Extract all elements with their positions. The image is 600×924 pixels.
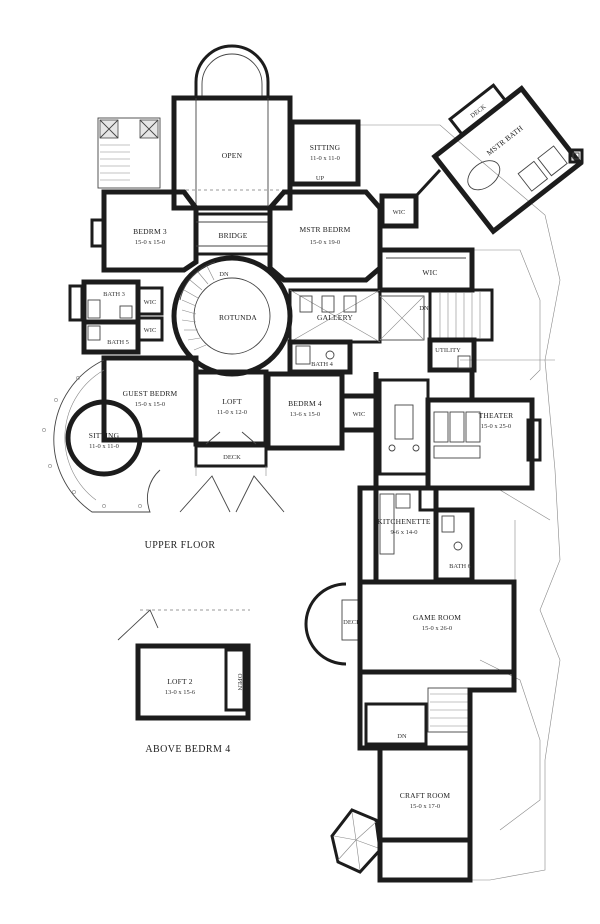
top-left-deck: [97, 117, 161, 189]
stair-dn-lower: DN: [364, 687, 473, 746]
room-bath4-name: BATH 4: [311, 361, 334, 368]
room-guest-bedrm-dims: 15-0 x 15-0: [135, 401, 165, 408]
room-loft: LOFT 11-0 x 12-0: [193, 369, 269, 447]
room-craft-room-name: CRAFT ROOM: [400, 791, 451, 800]
room-gallery-name: GALLERY: [317, 313, 353, 322]
room-sitting-left: SITTING 11-0 x 11-0: [42, 359, 161, 513]
room-sitting-top: SITTING 11-0 x 11-0 UP: [289, 119, 361, 187]
room-loft-dims: 11-0 x 12-0: [217, 409, 247, 416]
room-deck-mid: DECK: [179, 444, 285, 513]
room-deck-mid-name: DECK: [223, 454, 241, 461]
room-craft-room: CRAFT ROOM 15-0 x 17-0: [330, 745, 473, 874]
room-kitchenette: KITCHENETTE 9-6 x 14-0: [373, 485, 439, 585]
room-open-top-name: OPEN: [222, 151, 243, 160]
room-rotunda-name: ROTUNDA: [219, 313, 257, 322]
room-mstr-bath-name: MSTR BATH: [485, 123, 525, 157]
stair-dn-main: DN: [419, 288, 494, 342]
up-arrow-label: UP: [316, 175, 325, 182]
room-loft2-dims: 13-0 x 15-6: [165, 689, 196, 696]
loft-caption: ABOVE BEDRM 4: [145, 744, 230, 755]
room-wic-left2: WIC: [136, 316, 164, 342]
room-wic-left1: WIC: [136, 286, 164, 316]
room-bedrm3-dims: 15-0 x 15-0: [135, 239, 165, 246]
room-bedrm4-name: BEDRM 4: [288, 399, 322, 408]
room-gallery: GALLERY: [288, 288, 425, 344]
room-bath3-name: BATH 3: [103, 291, 125, 298]
room-loft-name: LOFT: [222, 397, 242, 406]
room-mstr-bedrm-dims: 15-0 x 19-0: [310, 239, 340, 246]
room-mstr-bath: MSTR BATH DECK: [431, 83, 584, 235]
room-sitting-top-dims: 11-0 x 11-0: [310, 155, 340, 162]
room-theater: THEATER 15-0 x 25-0: [425, 397, 542, 491]
room-bedrm4-dims: 13-6 x 15-0: [290, 411, 320, 418]
room-bath5: BATH 5: [81, 319, 141, 355]
room-open-top: OPEN: [171, 44, 293, 211]
room-theater-dims: 15-0 x 25-0: [481, 423, 511, 430]
stair-dn-lower-label: DN: [397, 733, 407, 740]
room-game-room-dims: 15-0 x 26-0: [422, 625, 452, 632]
room-sitting-left-name: SITTING: [89, 431, 120, 440]
room-utility-name: UTILITY: [435, 347, 461, 354]
room-game-room: GAME ROOM 15-0 x 26-0: [357, 579, 517, 675]
room-kitchenette-dims: 9-6 x 14-0: [390, 529, 417, 536]
room-bedrm3-name: BEDRM 3: [133, 227, 167, 236]
room-bridge-name: BRIDGE: [218, 231, 247, 240]
room-bath6-name: BATH 6: [449, 563, 472, 570]
room-deck-game-name: DECK: [343, 619, 361, 626]
room-sitting-left-dims: 11-0 x 11-0: [89, 443, 119, 450]
room-mstr-bedrm: MSTR BEDRM 15-0 x 19-0: [267, 189, 383, 283]
rotunda-dn-label: DN: [219, 271, 229, 278]
room-sitting-top-name: SITTING: [310, 143, 341, 152]
room-wic-left1-name: WIC: [144, 299, 157, 306]
room-bath6: BATH 6: [433, 507, 475, 583]
room-wic-top-name: WIC: [393, 209, 406, 216]
room-wic-left2-name: WIC: [144, 327, 157, 334]
master-bath-post-inner: [572, 152, 580, 160]
room-bedrm3: BEDRM 3 15-0 x 15-0: [90, 189, 199, 273]
room-bath3: BATH 3: [68, 279, 141, 325]
stair-dn-label: DN: [419, 305, 429, 312]
room-wic-mid: WIC: [377, 247, 475, 293]
roof-outlines: [360, 124, 561, 881]
master-bath-post: [568, 148, 584, 164]
room-game-room-name: GAME ROOM: [413, 613, 461, 622]
room-theater-name: THEATER: [479, 411, 514, 420]
exterior-walls: [357, 168, 517, 883]
room-kitchenette-name: KITCHENETTE: [377, 517, 431, 526]
room-open-loft-name: OPEN: [236, 674, 243, 691]
room-deck-game: DECK: [304, 582, 361, 666]
corridor-counter: [378, 378, 430, 476]
room-bedrm4: BEDRM 4 13-6 x 15-0: [265, 371, 345, 451]
room-wic-top: WIC: [379, 193, 419, 229]
upper-floor-caption: UPPER FLOOR: [145, 540, 216, 551]
room-wic-mid-name: WIC: [422, 268, 437, 277]
room-loft2-inset: LOFT 2 13-0 x 15-6 OPEN: [117, 609, 251, 721]
room-loft2-name: LOFT 2: [167, 677, 192, 686]
room-guest-bedrm-name: GUEST BEDRM: [123, 389, 178, 398]
room-craft-room-dims: 15-0 x 17-0: [410, 803, 440, 810]
room-bath5-name: BATH 5: [107, 339, 129, 346]
room-bridge: BRIDGE: [194, 212, 272, 256]
room-bath4: BATH 4: [287, 339, 353, 375]
room-wic-bed4-name: WIC: [353, 411, 366, 418]
room-wic-bed4: WIC: [339, 393, 379, 433]
room-guest-bedrm: GUEST BEDRM 15-0 x 15-0: [101, 355, 199, 443]
room-utility: UTILITY: [427, 337, 477, 373]
room-mstr-bedrm-name: MSTR BEDRM: [300, 225, 351, 234]
